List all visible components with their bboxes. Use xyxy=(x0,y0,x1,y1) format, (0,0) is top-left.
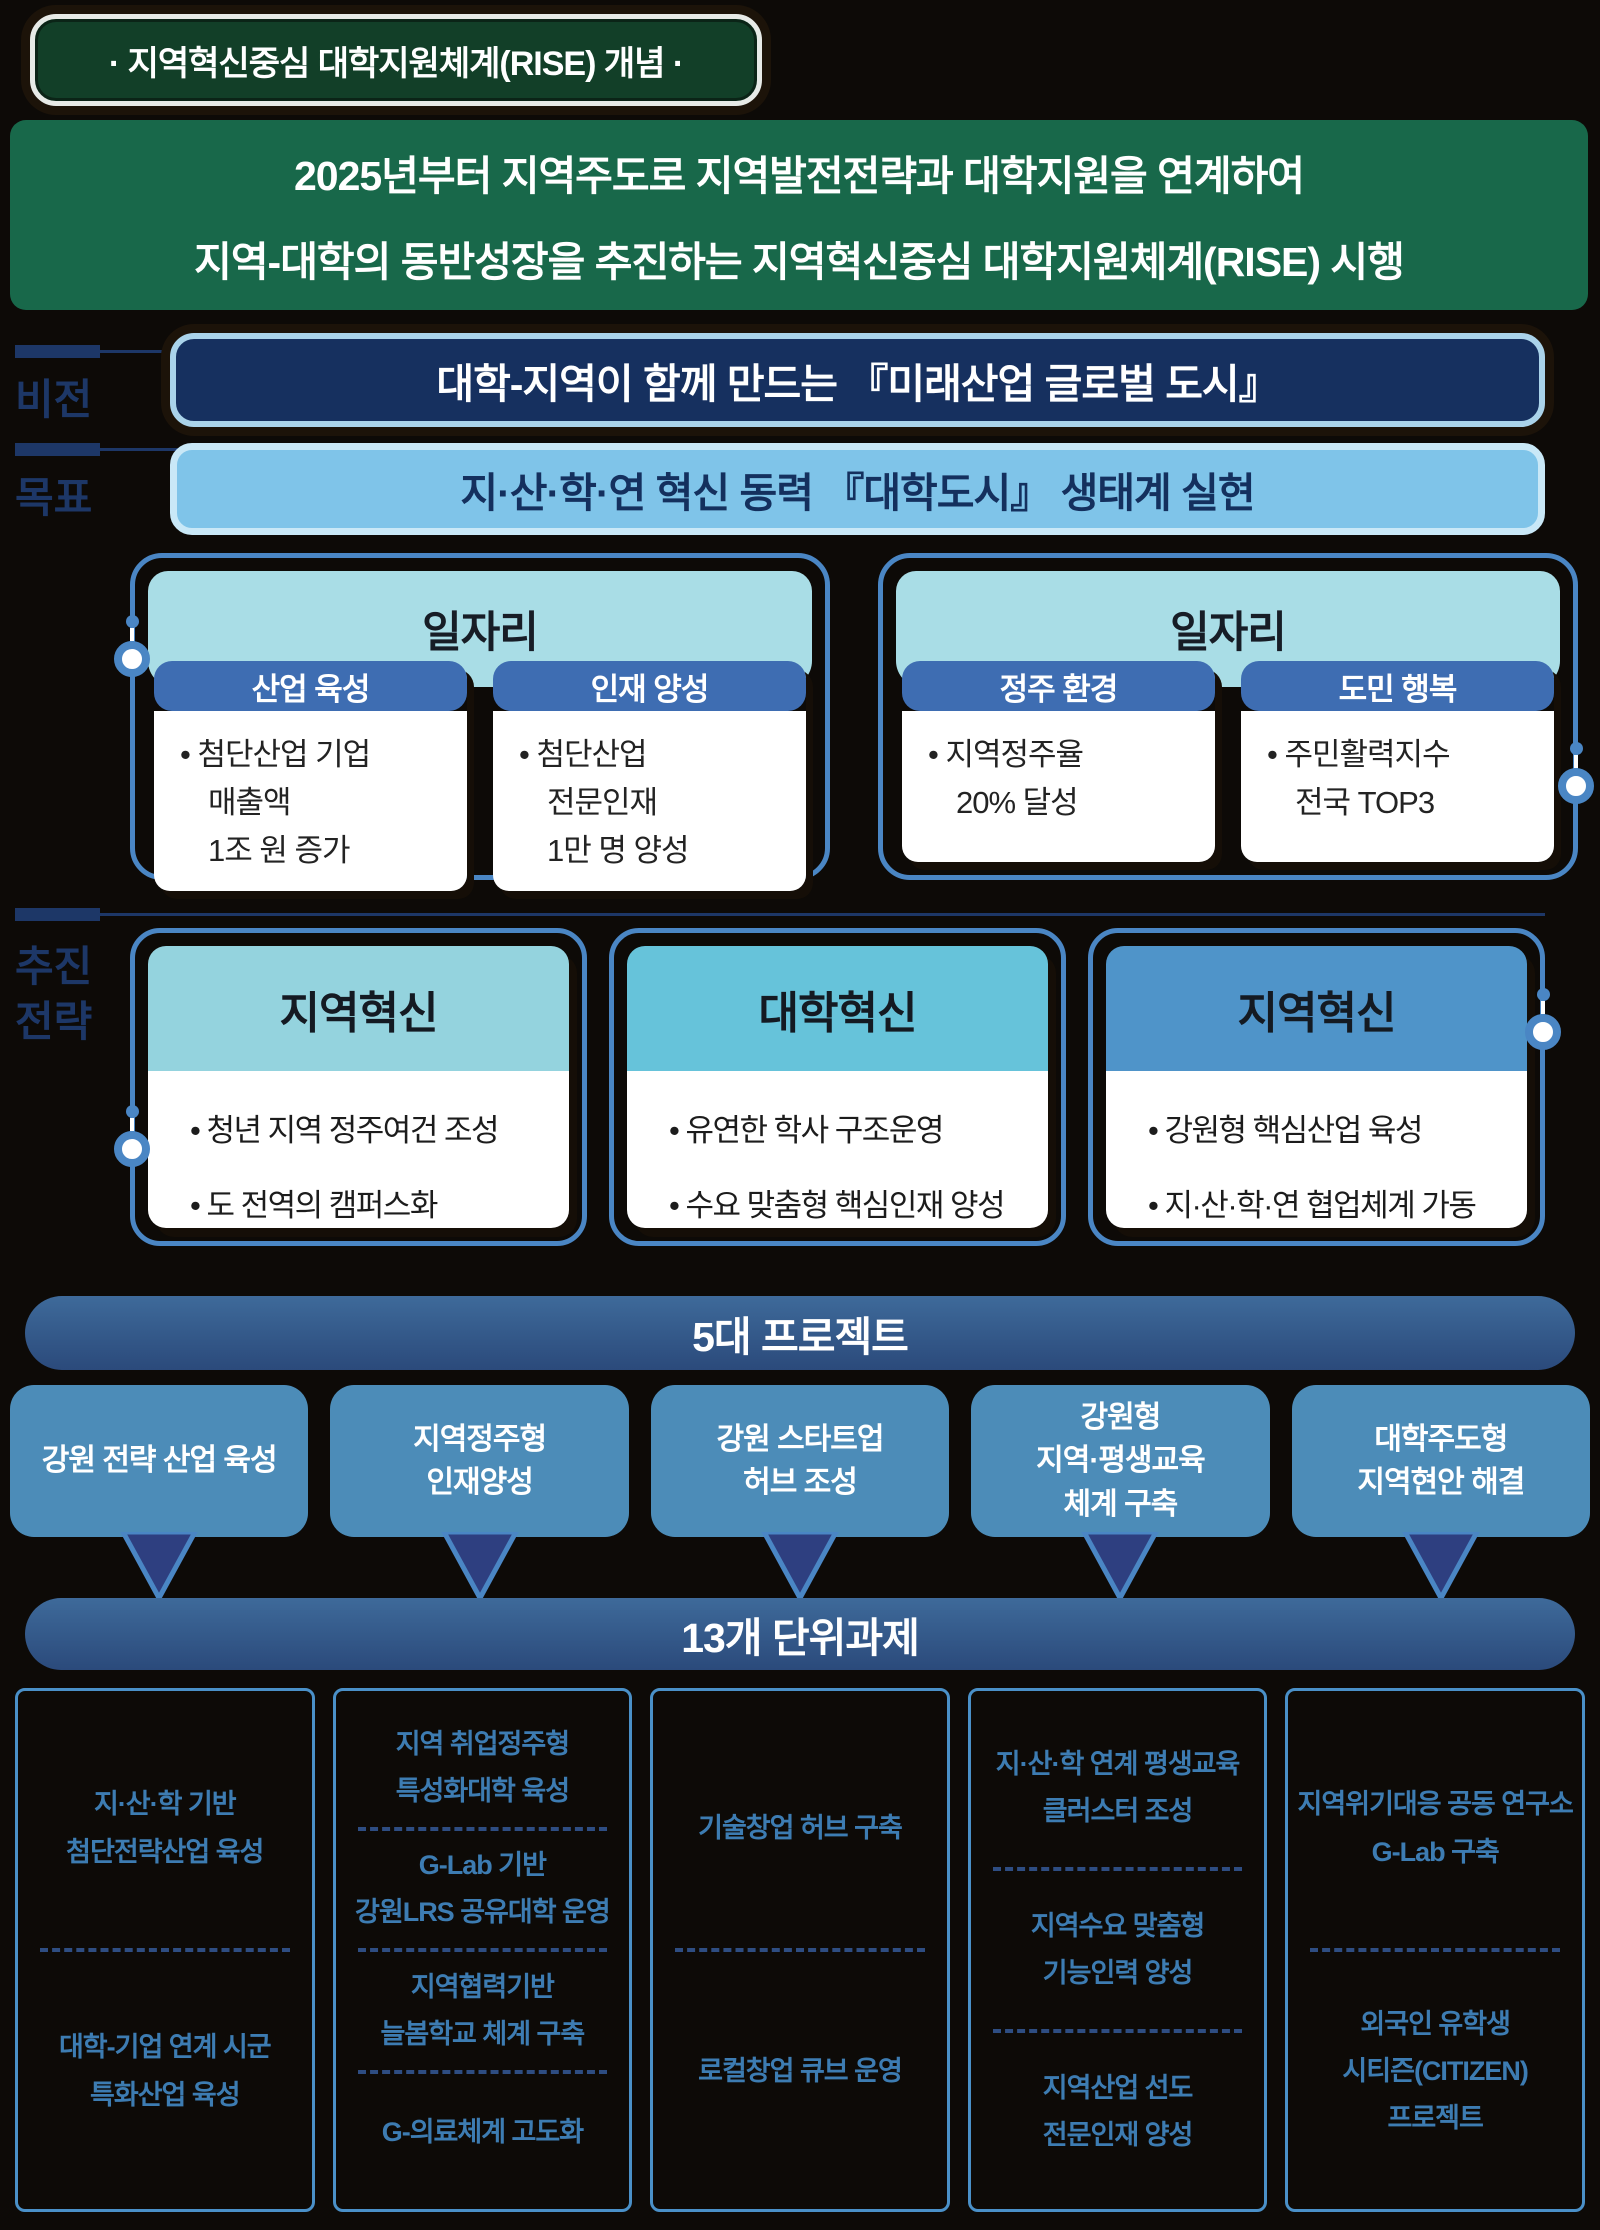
strategy-bullet: • 유연한 학사 구조운영 xyxy=(669,1113,944,1148)
task-column-3: 기술창업 허브 구축 로컬창업 큐브 운영 xyxy=(650,1688,950,2212)
outcome-sub-header: 산업 육성 xyxy=(154,661,467,711)
task-item: 지·산·학 연계 평생교육 클러스터 조성 xyxy=(995,1748,1241,1826)
outcome-sub-header: 인재 양성 xyxy=(493,661,806,711)
project-box-lifelong-edu: 강원형 지역·평생교육 체계 구축 xyxy=(971,1385,1270,1537)
left-connector-icon xyxy=(114,615,150,678)
outcome-sub-header: 도민 행복 xyxy=(1241,661,1554,711)
task-column-5: 지역위기대응 공동 연구소 G-Lab 구축 외국인 유학생 시티즌(CITIZ… xyxy=(1285,1688,1585,2212)
task-item: 지역위기대응 공동 연구소 G-Lab 구축 xyxy=(1297,1789,1574,1867)
task-item: 기술창업 허브 구축 xyxy=(698,1812,903,1843)
down-arrow-icon xyxy=(1401,1532,1480,1604)
dashed-divider xyxy=(1310,1948,1560,1952)
vision-lead-line xyxy=(100,350,178,353)
goal-text: 지·산·학·연 혁신 동력 『대학도시』 생태계 실현 xyxy=(460,470,1255,516)
task-item: G-의료체계 고도화 xyxy=(381,2116,584,2147)
task-item: 외국인 유학생 시티즌(CITIZEN) 프로젝트 xyxy=(1342,2008,1528,2134)
strategy-bullet: • 도 전역의 캠퍼스화 xyxy=(190,1188,438,1223)
task-item: 로컬창업 큐브 운영 xyxy=(698,2055,903,2086)
strategy-card-title: 지역혁신 xyxy=(1106,946,1527,1071)
intro-banner-line1: 2025년부터 지역주도로 지역발전전략과 대학지원을 연계하여 xyxy=(293,153,1305,199)
task-item: 지역산업 선도 전문인재 양성 xyxy=(1042,2072,1194,2150)
strategy-label-bar xyxy=(15,908,100,921)
down-arrow-icon xyxy=(120,1532,199,1604)
dashed-divider xyxy=(992,1867,1243,1871)
project-arrows xyxy=(10,1532,1590,1604)
outcome-sub-body: • 첨단산업 전문인재 1만 명 양성 xyxy=(519,737,690,869)
project-boxes: 강원 전략 산업 육성 지역정주형 인재양성 강원 스타트업 허브 조성 강원형… xyxy=(10,1385,1591,1537)
goal-lead-line xyxy=(100,448,178,451)
goal-label-block: 목표 xyxy=(15,443,178,525)
intro-banner-line2: 지역-대학의 동반성장을 추진하는 지역혁신중심 대학지원체계(RISE) 시행 xyxy=(194,239,1405,285)
outcome-card-jobs-1: 일자리 산업 육성 • 첨단산업 기업 매출액 1조 원 증가 인재 양성 • … xyxy=(114,553,830,892)
task-item: G-Lab 기반 강원LRS 공유대학 운영 xyxy=(355,1850,611,1928)
vision-label-bar xyxy=(15,345,178,358)
project-box-local-issues: 대학주도형 지역현안 해결 xyxy=(1291,1385,1591,1537)
intro-banner: 2025년부터 지역주도로 지역발전전략과 대학지원을 연계하여 지역-대학의 … xyxy=(10,120,1588,310)
down-arrow-icon xyxy=(1081,1532,1160,1604)
task-item: 지역협력기반 늘봄학교 체계 구축 xyxy=(380,1971,586,2049)
strategy-bullet: • 강원형 핵심산업 육성 xyxy=(1148,1113,1423,1148)
strategy-card-title: 대학혁신 xyxy=(627,946,1048,1071)
strategy-card-university: 대학혁신 • 유연한 학사 구조운영 • 수요 맞춤형 핵심인재 양성 xyxy=(609,928,1066,1246)
task-column-2: 지역 취업정주형 특성화대학 육성 G-Lab 기반 강원LRS 공유대학 운영… xyxy=(332,1688,633,2212)
vision-label: 비전 xyxy=(15,376,93,423)
outcome-sub-industry: 산업 육성 • 첨단산업 기업 매출액 1조 원 증가 xyxy=(154,661,467,892)
goal-label: 목표 xyxy=(15,474,93,521)
goal-box: 지·산·학·연 혁신 동력 『대학도시』 생태계 실현 xyxy=(170,443,1545,535)
outcome-cards: 일자리 산업 육성 • 첨단산업 기업 매출액 1조 원 증가 인재 양성 • … xyxy=(114,553,1594,892)
dashed-divider xyxy=(992,2029,1243,2033)
vision-label-block: 비전 xyxy=(15,345,178,427)
right-connector-icon xyxy=(1558,741,1594,804)
outcome-card-jobs-2: 일자리 정주 환경 • 지역정주율 20% 달성 도민 행복 • 주민활력지수 … xyxy=(878,553,1594,880)
right-connector-icon xyxy=(1525,988,1561,1051)
strategy-label: 추진 전략 xyxy=(15,943,93,1045)
outcome-sub-header: 정주 환경 xyxy=(902,661,1215,711)
strategy-card-region-2: 지역혁신 • 강원형 핵심산업 육성 • 지·산·학·연 협업체계 가동 xyxy=(1088,928,1561,1246)
task-column-4: 지·산·학 연계 평생교육 클러스터 조성 지역수요 맞춤형 기능인력 양성 지… xyxy=(967,1688,1268,2212)
outcome-sub-talent: 인재 양성 • 첨단산업 전문인재 1만 명 양성 xyxy=(493,661,806,892)
strategy-divider-line xyxy=(100,913,1545,916)
down-arrow-icon xyxy=(440,1532,519,1604)
task-item: 대학-기업 연계 시군 특화산업 육성 xyxy=(58,2032,272,2110)
project-box-strategic-industry: 강원 전략 산업 육성 xyxy=(10,1385,309,1537)
dashed-divider xyxy=(357,1826,608,1831)
projects-banner-title: 5대 프로젝트 xyxy=(692,1314,909,1360)
outcome-sub-settlement: 정주 환경 • 지역정주율 20% 달성 xyxy=(902,661,1215,862)
vision-box: 대학-지역이 함께 만드는 『미래산업 글로벌 도시』 xyxy=(170,333,1545,427)
down-arrow-icon xyxy=(761,1532,839,1604)
task-columns: 지·산·학 기반 첨단전략산업 육성 대학-기업 연계 시군 특화산업 육성 지… xyxy=(15,1688,1585,2212)
title-badge-text: · 지역혁신중심 대학지원체계(RISE) 개념 · xyxy=(108,44,684,83)
strategy-card-title: 지역혁신 xyxy=(148,946,569,1071)
task-item: 지역 취업정주형 특성화대학 육성 xyxy=(395,1728,570,1806)
tasks-banner: 13개 단위과제 xyxy=(25,1598,1575,1670)
outcome-sub-body: • 첨단산업 기업 매출액 1조 원 증가 xyxy=(180,737,371,869)
strategy-bullet: • 수요 맞춤형 핵심인재 양성 xyxy=(669,1188,1006,1223)
dashed-divider xyxy=(40,1948,290,1952)
strategy-bullet: • 청년 지역 정주여건 조성 xyxy=(190,1113,500,1148)
strategy-card-region-1: 지역혁신 • 청년 지역 정주여건 조성 • 도 전역의 캠퍼스화 xyxy=(114,928,587,1246)
outcome-sub-body: • 지역정주율 20% 달성 xyxy=(928,737,1084,821)
title-badge: · 지역혁신중심 대학지원체계(RISE) 개념 · xyxy=(30,14,762,106)
left-connector-icon xyxy=(114,1105,150,1168)
project-box-startup-hub: 강원 스타트업 허브 조성 xyxy=(650,1385,950,1537)
vision-text: 대학-지역이 함께 만드는 『미래산업 글로벌 도시』 xyxy=(436,361,1279,407)
project-box-talent: 지역정주형 인재양성 xyxy=(330,1385,629,1537)
task-item: 지·산·학 기반 첨단전략산업 육성 xyxy=(66,1789,264,1867)
dashed-divider xyxy=(357,1948,608,1952)
projects-banner: 5대 프로젝트 xyxy=(25,1296,1575,1370)
goal-label-bar xyxy=(15,443,178,456)
outcome-sub-happiness: 도민 행복 • 주민활력지수 전국 TOP3 xyxy=(1241,661,1554,862)
task-item: 지역수요 맞춤형 기능인력 양성 xyxy=(1030,1910,1205,1988)
dashed-divider xyxy=(357,2069,608,2074)
strategy-bullet: • 지·산·학·연 협업체계 가동 xyxy=(1148,1188,1477,1223)
task-column-1: 지·산·학 기반 첨단전략산업 육성 대학-기업 연계 시군 특화산업 육성 xyxy=(15,1688,315,2212)
tasks-banner-title: 13개 단위과제 xyxy=(681,1615,920,1661)
strategy-cards: 지역혁신 • 청년 지역 정주여건 조성 • 도 전역의 캠퍼스화 대학혁신 •… xyxy=(114,928,1561,1246)
outcome-sub-body: • 주민활력지수 전국 TOP3 xyxy=(1267,737,1451,821)
dashed-divider xyxy=(675,1948,925,1952)
